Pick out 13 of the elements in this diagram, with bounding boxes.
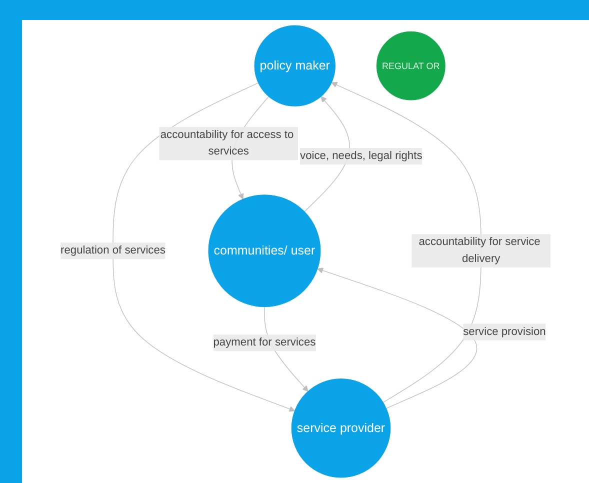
node-circle: service provider <box>291 378 391 478</box>
edge-label: voice, needs, legal rights <box>300 150 422 162</box>
node-circle: communities/ user <box>208 194 321 308</box>
edge-label: accountability for access to services <box>160 128 294 158</box>
arrow <box>112 82 296 412</box>
arrow <box>317 268 478 409</box>
edge-label: payment for services <box>213 336 316 348</box>
edge-label: service provision <box>463 326 546 338</box>
node-circle: policy maker <box>254 25 336 106</box>
edge-label: accountability for service delivery <box>418 236 540 265</box>
arrow <box>331 82 482 403</box>
node-circle: REGULAT OR <box>376 31 446 100</box>
edge-label: regulation of services <box>60 244 166 256</box>
